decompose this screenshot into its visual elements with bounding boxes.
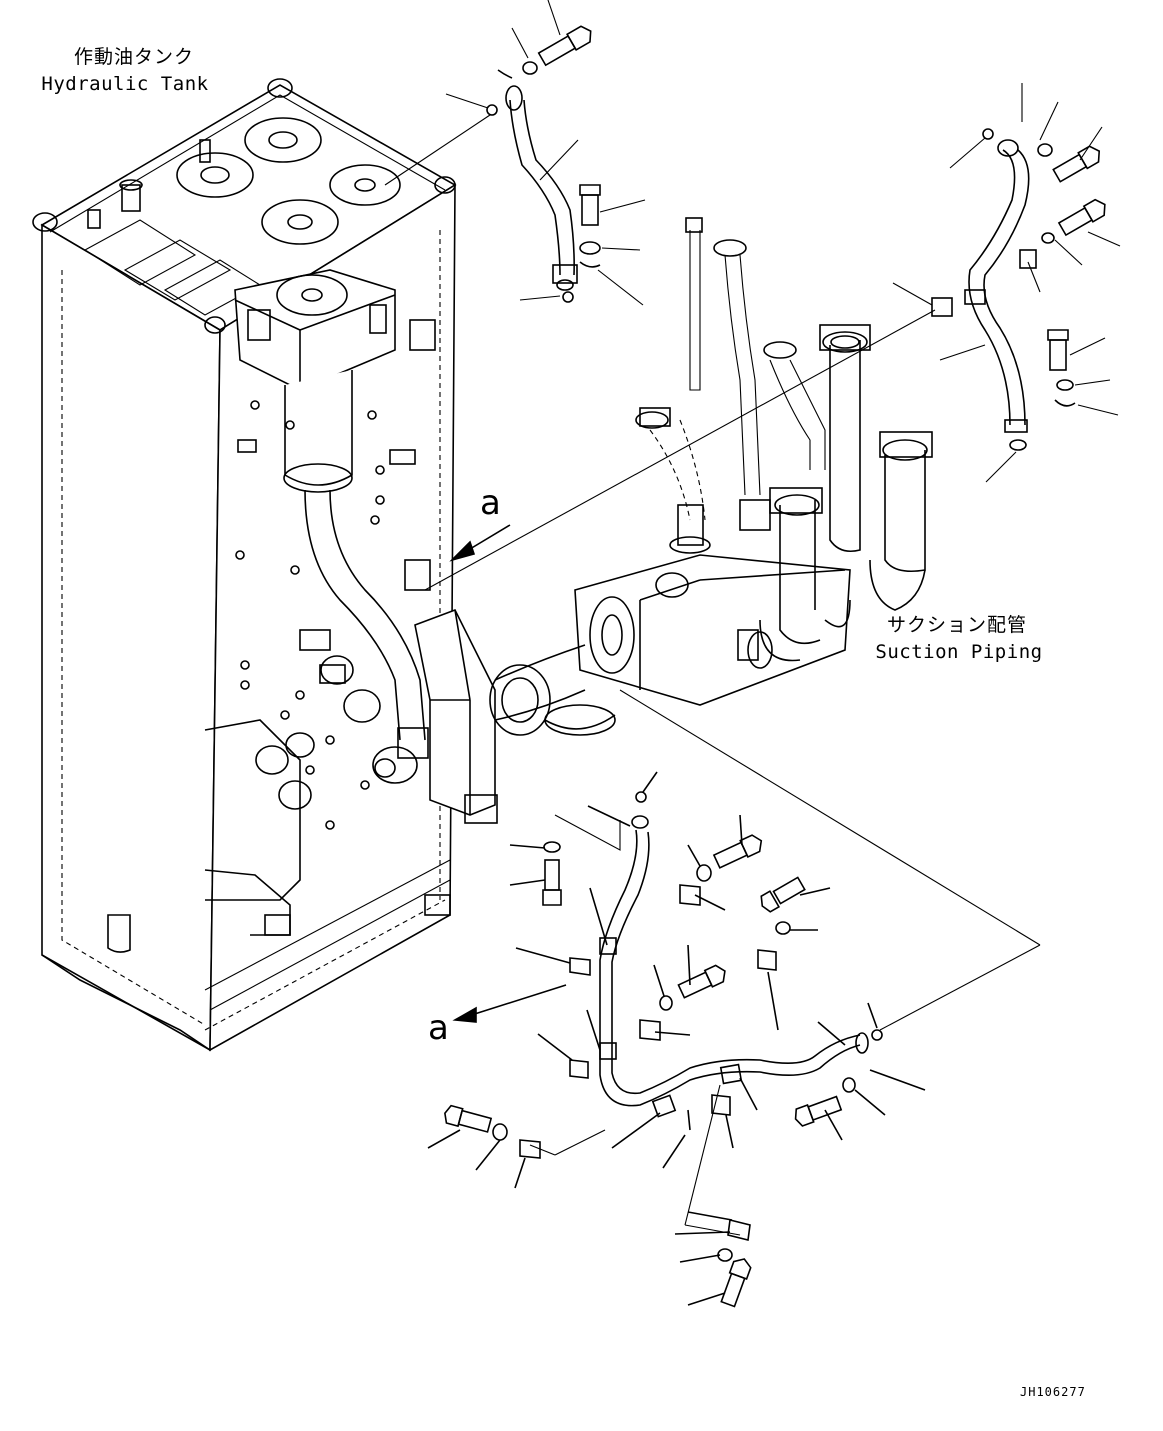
drawing-number: JH106277 — [1020, 1385, 1086, 1399]
view-arrows — [449, 524, 567, 1023]
suction-piping — [489, 217, 933, 736]
hydraulic-tank-label-en: Hydraulic Tank — [41, 73, 209, 95]
hydraulic-tank — [32, 78, 498, 1052]
suction-piping-label-en: Suction Piping — [875, 641, 1043, 663]
detail-callout-a-upper: a — [480, 483, 501, 523]
right-hose — [892, 83, 1121, 483]
suction-piping-label-ja: サクション配管 — [886, 614, 1027, 636]
leader-lines — [384, 114, 1041, 1236]
upper-left-hose — [445, 0, 646, 306]
detail-callout-a-lower: a — [428, 1008, 449, 1048]
hydraulic-tank-label-ja: 作動油タンク — [73, 46, 194, 68]
lower-hose — [427, 771, 926, 1308]
